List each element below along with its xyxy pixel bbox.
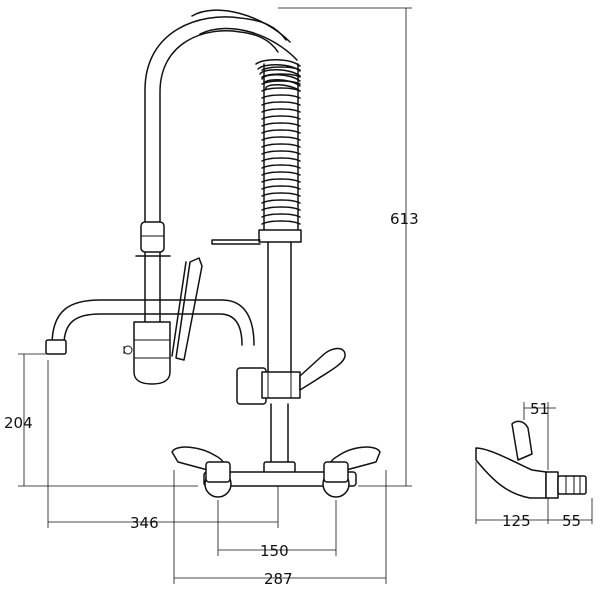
riser-column xyxy=(267,241,292,373)
spring-collar xyxy=(258,229,302,243)
dim-inlet-centres: 150 xyxy=(260,542,289,560)
dim-overall-width: 287 xyxy=(264,570,293,588)
spray-head xyxy=(133,321,171,385)
front-view-tap xyxy=(45,9,381,498)
left-valve xyxy=(171,446,232,498)
wall-bar xyxy=(203,471,357,487)
dimension-labels: 613 204 346 150 287 125 55 51 xyxy=(4,210,581,588)
support-arm xyxy=(211,239,261,245)
side-lever xyxy=(299,347,346,391)
spout-nozzle xyxy=(45,339,67,355)
right-valve xyxy=(322,446,381,498)
gooseneck-tube xyxy=(144,16,287,223)
dim-total-height: 613 xyxy=(390,210,419,228)
dimension-lines xyxy=(18,7,593,584)
dim-side-valve-height: 51 xyxy=(530,400,549,418)
swivel-spout xyxy=(51,299,255,346)
dim-spout-height: 204 xyxy=(4,414,33,432)
dim-side-projection: 125 xyxy=(502,512,531,530)
dim-wall-depth: 55 xyxy=(562,512,581,530)
spray-lever xyxy=(175,257,203,361)
dim-spout-reach: 346 xyxy=(130,514,159,532)
side-view-tap xyxy=(475,420,587,499)
spring-coil xyxy=(191,9,301,231)
